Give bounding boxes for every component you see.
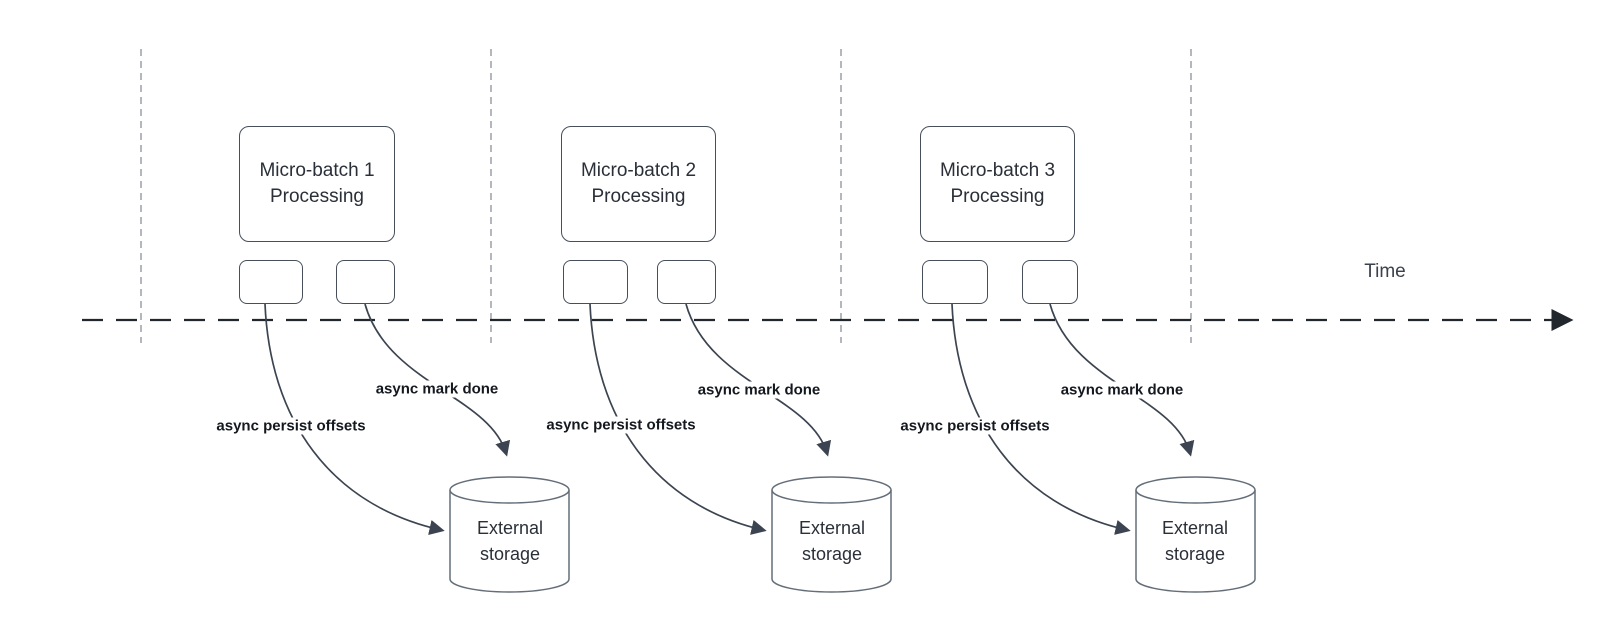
async-mark-done-label-2: async mark done xyxy=(694,381,824,399)
storage-cylinder-1 xyxy=(449,476,570,593)
micro-batch-2-processing-box: Micro-batch 2 Processing xyxy=(561,126,716,242)
mark-done-arrow-3 xyxy=(1049,303,1195,457)
persist-offsets-arrow-2 xyxy=(589,303,767,535)
external-storage-label-3: External storage xyxy=(1161,518,1229,564)
storage-cylinder-3 xyxy=(1135,476,1256,593)
micro-batch-2-markdone-task-box xyxy=(657,260,716,304)
micro-batch-3-persist-task-box xyxy=(922,260,988,304)
async-mark-done-label-3: async mark done xyxy=(1057,381,1187,399)
micro-batch-3-processing-box: Micro-batch 3 Processing xyxy=(920,126,1075,242)
async-persist-offsets-label-1: async persist offsets xyxy=(213,417,369,435)
external-storage-label-2: External storage xyxy=(798,518,866,564)
micro-batch-1-markdone-task-box xyxy=(336,260,395,304)
storage-cylinder-2 xyxy=(771,476,892,593)
persist-offsets-arrow-1 xyxy=(264,303,445,535)
persist-offsets-arrow-3 xyxy=(951,303,1131,535)
micro-batch-2-persist-task-box xyxy=(563,260,628,304)
external-storage-label-1: External storage xyxy=(476,518,544,564)
async-mark-done-label-1: async mark done xyxy=(372,380,502,398)
mark-done-arrow-2 xyxy=(685,303,832,457)
micro-batch-1-processing-box: Micro-batch 1 Processing xyxy=(239,126,395,242)
micro-batch-1-persist-task-box xyxy=(239,260,303,304)
micro-batch-3-markdone-task-box xyxy=(1022,260,1078,304)
async-persist-offsets-label-3: async persist offsets xyxy=(897,417,1053,435)
time-axis-label: Time xyxy=(1364,261,1406,282)
mark-done-arrow-1 xyxy=(364,303,511,457)
async-persist-offsets-label-2: async persist offsets xyxy=(543,416,699,434)
